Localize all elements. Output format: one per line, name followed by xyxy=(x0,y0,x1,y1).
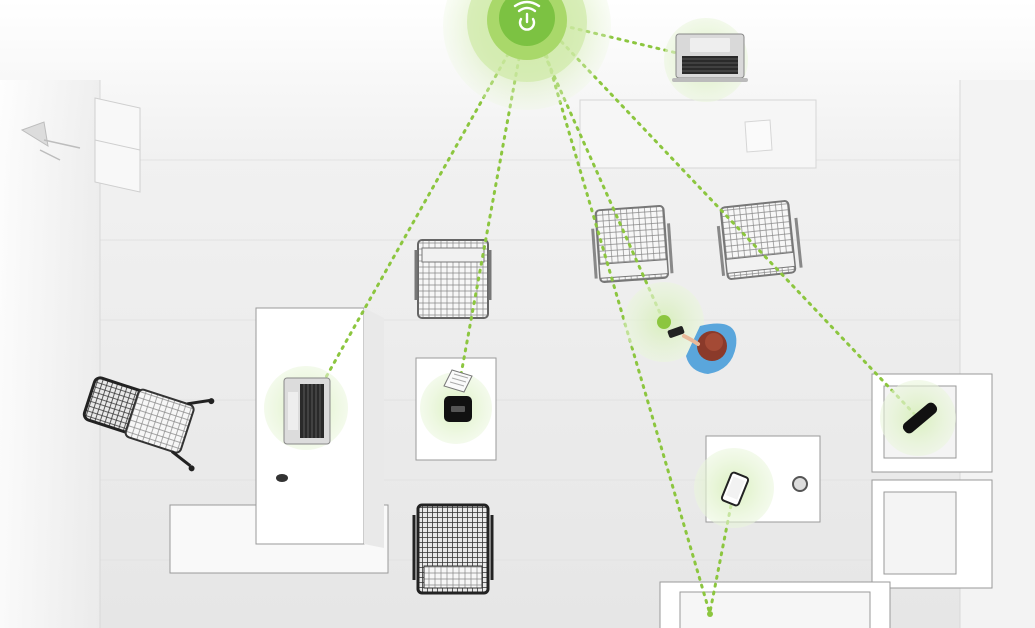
shelf-right-bottom xyxy=(871,479,993,589)
chair-right-1 xyxy=(591,204,674,284)
chair-center-top xyxy=(414,239,492,319)
phone-icon xyxy=(720,471,750,507)
back-desk xyxy=(579,99,817,169)
floor-point xyxy=(707,611,713,617)
side-cabinet xyxy=(94,97,141,193)
wifi-power-icon xyxy=(513,0,541,31)
remote xyxy=(880,380,956,456)
chair-left xyxy=(82,376,215,472)
laptop-icon xyxy=(283,377,331,445)
router xyxy=(443,0,611,110)
left-wall-shade xyxy=(0,80,100,628)
bottom-couch xyxy=(659,581,891,628)
remote-paper-icon xyxy=(443,369,473,393)
apple-tv-icon xyxy=(444,396,472,422)
laptop-desk xyxy=(264,366,348,450)
mouse-icon xyxy=(276,474,288,482)
phone-icon xyxy=(667,326,685,338)
chair-right-2 xyxy=(716,200,803,280)
remote-icon xyxy=(902,402,938,434)
apple-tv xyxy=(420,369,492,444)
phone-table xyxy=(694,448,774,528)
laptop-icon xyxy=(672,33,748,82)
floor-lamp xyxy=(20,121,81,161)
person-with-phone xyxy=(624,282,737,374)
laptop-top-right xyxy=(664,18,748,102)
chair-center-bottom xyxy=(412,503,494,595)
signal-dot-icon xyxy=(657,315,671,329)
